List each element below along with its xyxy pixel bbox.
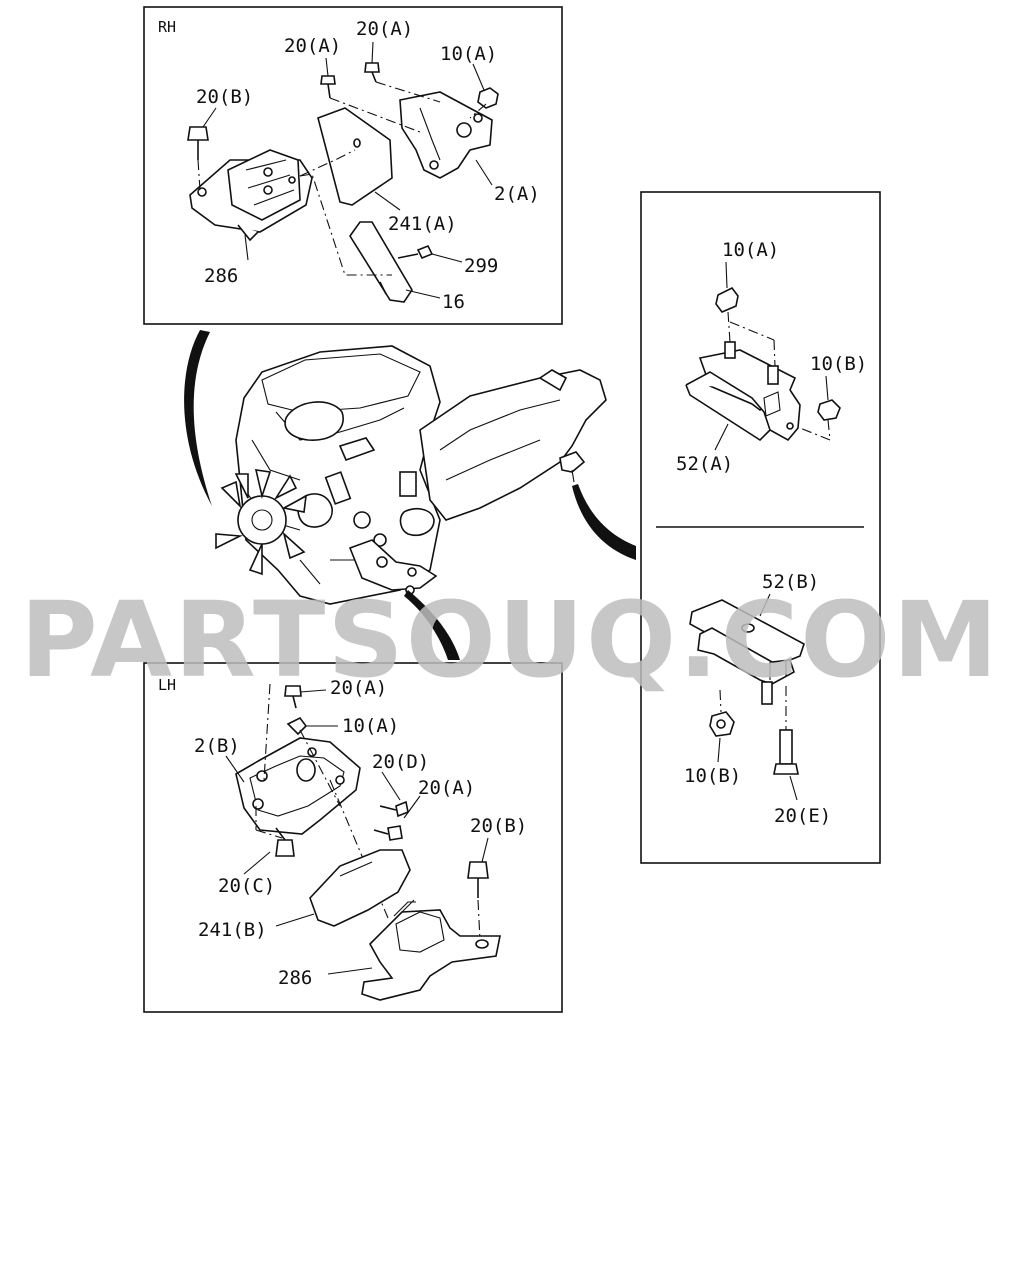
callout-52a: 52(A) [676,453,733,475]
callout-286: 286 [204,265,238,287]
callout-16: 16 [442,291,465,313]
arrow-to-right-panel [572,484,636,560]
lh-heat-shield-241b [309,849,411,927]
mount-52b [689,599,805,775]
rh-panel-header: RH [158,18,176,36]
rh-mount-insulator-286 [189,149,313,242]
callout-20a: 20(A) [356,18,413,40]
callout-241a: 241(A) [388,213,457,235]
callout-20c: 20(C) [218,875,275,897]
callout-20a: 20(A) [418,777,475,799]
callout-286: 286 [278,967,312,989]
callout-2a: 2(A) [494,183,540,205]
rh-bracket-16 [349,221,434,303]
callout-20d: 20(D) [372,751,429,773]
transmission-mount-panel-frame [640,191,881,864]
rh-fasteners-top [320,62,499,133]
callout-299: 299 [464,255,498,277]
callout-10b: 10(B) [684,765,741,787]
rh-bolt-20b [187,126,209,191]
rh-bracket-2a [399,91,493,179]
callout-52b: 52(B) [762,571,819,593]
callout-20a: 20(A) [284,35,341,57]
lh-mount-insulator-286 [361,899,501,1001]
arrow-to-lh-panel [404,590,460,660]
engine-transmission-assembly [215,345,607,605]
cooling-fan [215,469,307,576]
watermark: PARTSOUQ.COM [20,579,1000,701]
callout-10b: 10(B) [810,353,867,375]
callout-10a: 10(A) [342,715,399,737]
lh-panel: LH [143,662,563,1013]
transmission-mount-panel: 10(A) 10(B) 52(A) 52(B) 10(B) 20(E) [640,191,881,864]
callout-241b: 241(B) [198,919,267,941]
rh-heat-shield-241a [317,107,393,206]
rh-panel-frame [143,6,563,325]
lh-panel-header: LH [158,676,176,694]
arrow-to-rh-panel [184,330,212,506]
callout-10a: 10(A) [722,239,779,261]
callout-2b: 2(B) [194,735,240,757]
callout-20a: 20(A) [330,677,387,699]
lh-bracket-2b [235,737,361,835]
rh-panel: RH [143,6,563,325]
lh-panel-frame [143,662,563,1013]
callout-10a: 10(A) [440,43,497,65]
callout-20b: 20(B) [196,86,253,108]
mount-52a [685,286,841,442]
callout-20b: 20(B) [470,815,527,837]
callout-20e: 20(E) [774,805,831,827]
pointer-arrows [184,330,636,660]
